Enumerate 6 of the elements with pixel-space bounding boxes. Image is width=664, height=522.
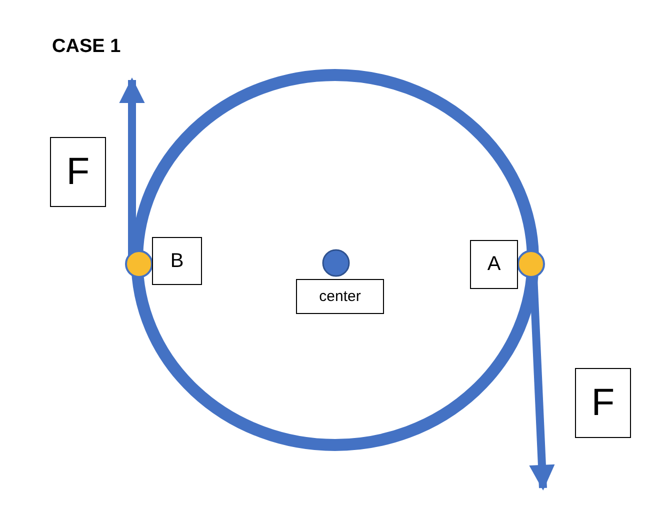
label-box: F xyxy=(575,368,631,438)
title: CASE 1 xyxy=(52,36,121,58)
label-box: A xyxy=(470,240,518,289)
label-box: F xyxy=(50,137,106,207)
label-box: center xyxy=(296,279,384,314)
label-box: B xyxy=(152,237,202,285)
